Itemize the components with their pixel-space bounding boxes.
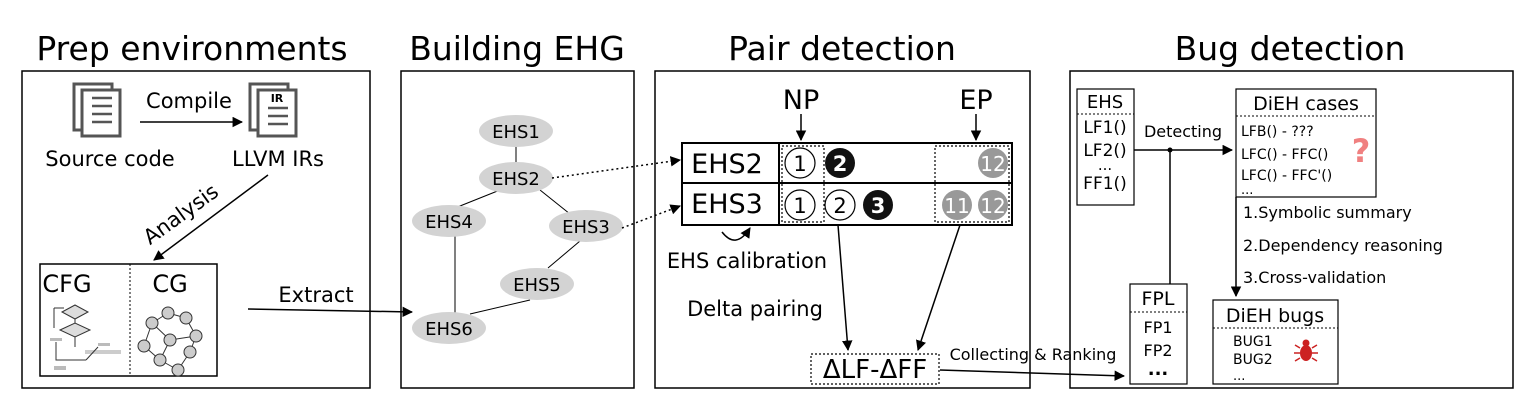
ehs-item: LF1() — [1083, 118, 1126, 138]
step-item: 1.Symbolic summary — [1243, 203, 1412, 222]
svg-text:EHS5: EHS5 — [513, 275, 561, 296]
cfg-label: CFG — [42, 270, 91, 298]
row2-circle-12: 12 — [978, 190, 1008, 220]
svg-text:EHS6: EHS6 — [425, 319, 473, 340]
dieh-cases-box — [1235, 88, 1377, 198]
compile-label: Compile — [146, 89, 232, 113]
svg-text:1: 1 — [793, 152, 806, 176]
panel-prep — [21, 70, 371, 389]
step-item: 2.Dependency reasoning — [1243, 236, 1443, 255]
pair-row2-label: EHS3 — [691, 189, 763, 220]
row2-circle-1: 1 — [784, 189, 816, 221]
fpl-title: FPL — [1142, 288, 1175, 310]
dieh-cases-title: DiEH cases — [1253, 93, 1359, 115]
source-code-label: Source code — [45, 147, 174, 171]
cfg-graphic — [50, 304, 121, 370]
question-mark-icon: ? — [1352, 132, 1371, 170]
svg-text:12: 12 — [980, 194, 1005, 218]
dieh-bugs-box — [1212, 299, 1339, 385]
ehg-node-ehs2: EHS2 — [479, 162, 553, 194]
section-title-bug: Bug detection — [1175, 29, 1406, 68]
dieh-case-item: LFC() - FFC() — [1241, 147, 1328, 163]
ehg-node-ehs4: EHS4 — [412, 205, 486, 237]
section-title-pair: Pair detection — [728, 29, 956, 68]
ep-to-delta-arrow — [916, 224, 961, 351]
panel-building — [400, 70, 635, 389]
svg-text:12: 12 — [980, 152, 1005, 176]
row2-circle-11: 11 — [942, 190, 972, 220]
dotted-link-ehs2 — [551, 156, 682, 179]
ehs-item: FF1() — [1083, 174, 1127, 194]
ehs-list-box — [1076, 88, 1135, 206]
source-code-icon — [72, 82, 122, 138]
dotted-link-ehs3 — [621, 204, 681, 229]
llvm-ir-icon — [248, 82, 298, 138]
svg-text:1: 1 — [793, 194, 806, 218]
collecting-label: Collecting & Ranking — [950, 345, 1117, 364]
ehs-list-title: EHS — [1087, 92, 1123, 113]
dieh-bugs-title: DiEH bugs — [1226, 305, 1324, 327]
ehs-item: ... — [1098, 156, 1112, 174]
fpl-item: FP1 — [1143, 318, 1172, 337]
dieh-case-item: LFC() - FFC'() — [1241, 168, 1332, 184]
ehg-edges — [454, 146, 581, 315]
svg-text:EHS3: EHS3 — [562, 217, 610, 238]
collecting-arrow — [939, 369, 1126, 381]
ehg-node-ehs6: EHS6 — [412, 312, 486, 344]
dieh-bug-item: BUG2 — [1233, 352, 1273, 368]
delta-pairing-label: Delta pairing — [687, 297, 823, 321]
row2-circle-3: 3 — [863, 190, 893, 220]
calibration-arrow — [721, 227, 751, 241]
delta-box-label: ΔLF-ΔFF — [823, 355, 927, 385]
svg-text:2: 2 — [833, 194, 846, 218]
cg-graphic — [137, 306, 203, 377]
analysis-arrow — [153, 174, 269, 261]
extract-arrow — [247, 306, 414, 318]
svg-text:EHS4: EHS4 — [425, 212, 473, 233]
ir-badge: IR — [271, 92, 284, 105]
section-title-building: Building EHG — [409, 29, 625, 68]
fpl-item: FP2 — [1143, 341, 1172, 360]
np-label: NP — [783, 85, 819, 116]
svg-text:3: 3 — [871, 194, 886, 218]
svg-text:EHS2: EHS2 — [492, 169, 540, 190]
row1-circle-1: 1 — [784, 147, 816, 179]
extract-label: Extract — [278, 283, 353, 307]
analysis-label: Analysis — [139, 179, 223, 249]
dieh-bug-item: ... — [1233, 369, 1245, 384]
ep-label: EP — [959, 85, 992, 116]
ehg-node-ehs5: EHS5 — [500, 268, 574, 300]
dieh-case-item: LFB() - ??? — [1241, 124, 1314, 140]
row2-circle-2: 2 — [824, 189, 856, 221]
dieh-case-item: ... — [1241, 183, 1253, 198]
bug-icon — [1294, 339, 1318, 362]
panel-bug — [1069, 70, 1514, 389]
ehg-node-ehs3: EHS3 — [549, 210, 623, 242]
ehg-node-ehs1: EHS1 — [479, 115, 553, 147]
row1-circle-12: 12 — [978, 148, 1008, 178]
detecting-label: Detecting — [1144, 122, 1222, 141]
np-to-delta-arrow — [837, 224, 853, 352]
fpl-item: ... — [1148, 359, 1169, 380]
llvm-irs-label: LLVM IRs — [232, 147, 324, 171]
ehs-item: LF2() — [1083, 141, 1126, 161]
calibration-label: EHS calibration — [667, 249, 827, 273]
dieh-bug-item: BUG1 — [1233, 334, 1273, 350]
svg-text:2: 2 — [833, 152, 848, 176]
fpl-box — [1129, 283, 1188, 385]
pair-row1-label: EHS2 — [691, 149, 763, 180]
section-title-prep: Prep environments — [36, 29, 347, 68]
svg-text:EHS1: EHS1 — [492, 122, 540, 143]
delta-box — [810, 353, 940, 385]
cg-label: CG — [152, 270, 187, 298]
svg-text:11: 11 — [944, 194, 969, 218]
panel-pair — [654, 70, 1031, 389]
row1-circle-2: 2 — [825, 148, 855, 178]
step-item: 3.Cross-validation — [1243, 268, 1386, 287]
